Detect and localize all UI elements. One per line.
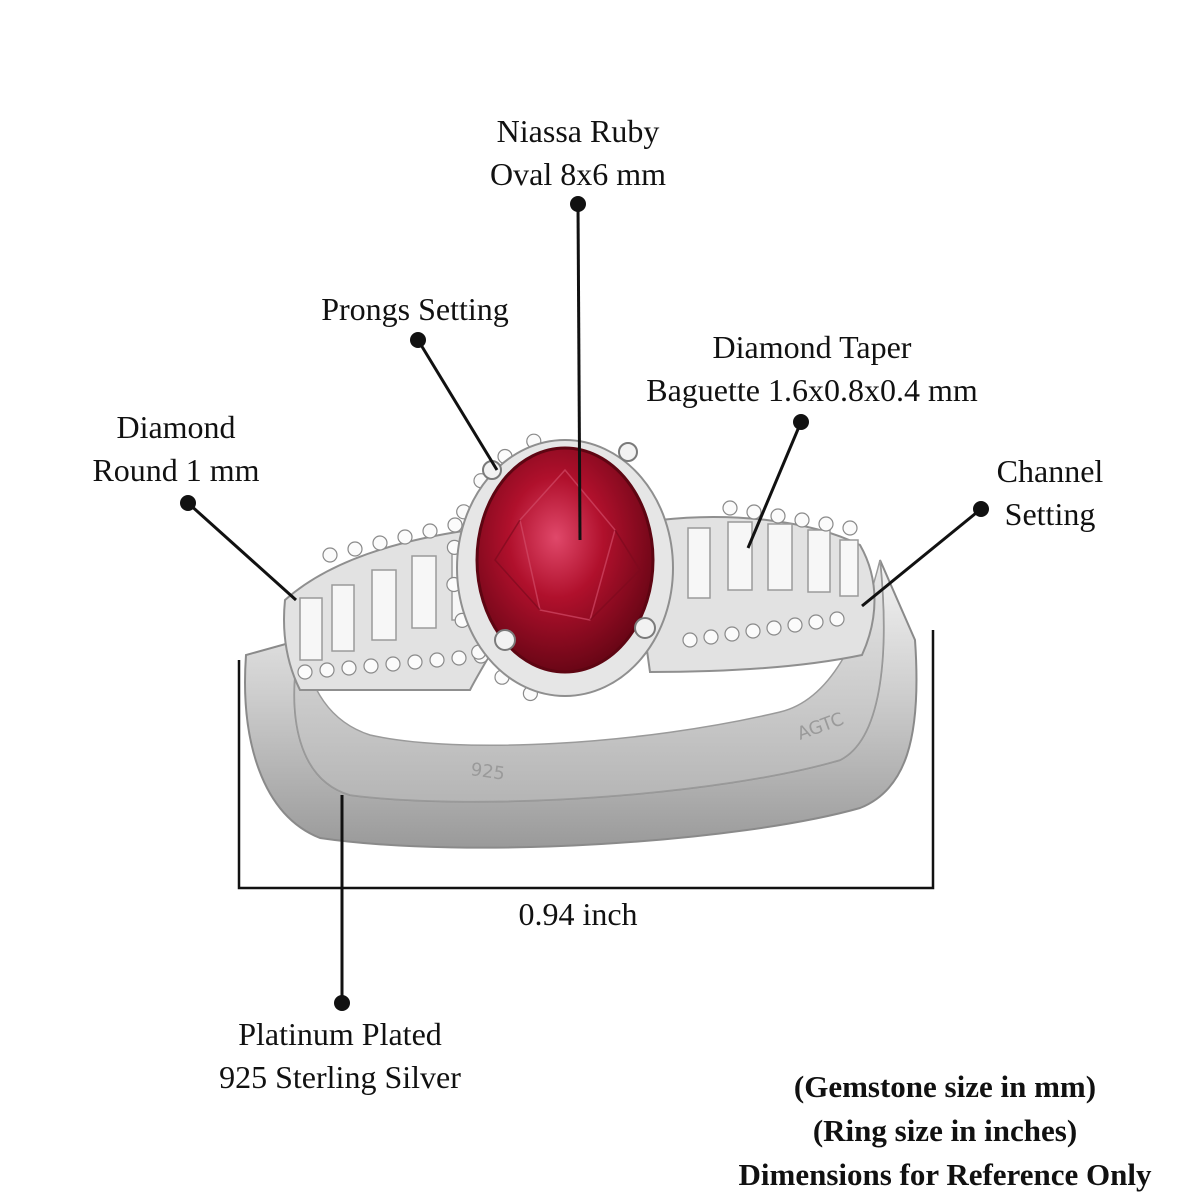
callout-channel-line1: Channel bbox=[996, 453, 1104, 489]
round-diamond bbox=[347, 541, 363, 557]
callout-channel-line2: Setting bbox=[1004, 496, 1096, 532]
round-diamond bbox=[724, 626, 740, 642]
callout-ruby-line1: Niassa Ruby bbox=[496, 113, 660, 149]
width-label: 0.94 inch bbox=[478, 893, 678, 936]
round-diamond bbox=[297, 664, 313, 680]
round-diamond bbox=[829, 611, 845, 627]
callout-channel-setting: Channel Setting bbox=[980, 450, 1120, 536]
round-diamond bbox=[451, 650, 467, 666]
baguette-diamond bbox=[299, 597, 323, 661]
callout-taper-line1: Diamond Taper bbox=[712, 329, 912, 365]
callout-round-line1: Diamond bbox=[116, 409, 236, 445]
baguette-diamond bbox=[411, 555, 437, 629]
baguette-diamond bbox=[687, 527, 711, 599]
baguette-diamond bbox=[839, 539, 859, 597]
width-dimension-bracket bbox=[237, 630, 935, 890]
callout-ruby: Niassa Ruby Oval 8x6 mm bbox=[478, 110, 678, 196]
callout-taper-baguette: Diamond Taper Baguette 1.6x0.8x0.4 mm bbox=[612, 326, 1012, 412]
round-diamond bbox=[422, 523, 438, 539]
round-diamond bbox=[407, 654, 423, 670]
round-diamond bbox=[794, 512, 810, 528]
note-gemstone-size: (Gemstone size in mm) bbox=[793, 1069, 1097, 1104]
round-diamond bbox=[363, 658, 379, 674]
round-diamond bbox=[722, 500, 738, 516]
callout-metal: Platinum Plated 925 Sterling Silver bbox=[190, 1013, 490, 1099]
callout-prongs: Prongs Setting bbox=[305, 288, 525, 331]
round-diamond bbox=[770, 508, 786, 524]
ruby-gemstone bbox=[475, 446, 655, 674]
callout-metal-line1: Platinum Plated bbox=[238, 1016, 442, 1052]
baguette-diamond bbox=[807, 529, 831, 593]
ring-band: 925 AGTC bbox=[244, 559, 918, 849]
baguette-diamond bbox=[371, 569, 397, 641]
note-ring-size: (Ring size in inches) bbox=[812, 1113, 1078, 1148]
callout-metal-line2: 925 Sterling Silver bbox=[219, 1059, 461, 1095]
note-reference-only: Dimensions for Reference Only bbox=[738, 1157, 1152, 1192]
reference-notes: (Gemstone size in mm) (Ring size in inch… bbox=[700, 1065, 1190, 1197]
callout-leaders bbox=[180, 196, 989, 1011]
round-diamond bbox=[322, 547, 338, 563]
callout-round-line2: Round 1 mm bbox=[92, 452, 260, 488]
callout-ruby-line2: Oval 8x6 mm bbox=[490, 156, 666, 192]
round-diamond bbox=[682, 632, 698, 648]
round-diamond bbox=[818, 516, 834, 532]
round-diamond bbox=[397, 529, 413, 545]
svg-text:925: 925 bbox=[469, 759, 506, 785]
round-diamond bbox=[703, 629, 719, 645]
round-diamond bbox=[319, 662, 335, 678]
round-diamond bbox=[842, 520, 858, 536]
round-diamond bbox=[372, 535, 388, 551]
round-diamond bbox=[447, 517, 463, 533]
round-diamond bbox=[341, 660, 357, 676]
baguette-diamond bbox=[727, 521, 753, 591]
round-diamond bbox=[746, 504, 762, 520]
callout-round-diamond: Diamond Round 1 mm bbox=[76, 406, 276, 492]
round-diamond bbox=[766, 620, 782, 636]
round-diamond bbox=[385, 656, 401, 672]
round-diamonds bbox=[297, 433, 858, 702]
baguette-diamond bbox=[331, 584, 355, 652]
baguette-diamond bbox=[767, 523, 793, 591]
callout-taper-line2: Baguette 1.6x0.8x0.4 mm bbox=[646, 372, 978, 408]
round-diamond bbox=[429, 652, 445, 668]
width-label-text: 0.94 inch bbox=[518, 896, 638, 932]
callout-prongs-line1: Prongs Setting bbox=[321, 291, 509, 327]
round-diamond bbox=[808, 614, 824, 630]
round-diamond bbox=[787, 617, 803, 633]
round-diamond bbox=[745, 623, 761, 639]
